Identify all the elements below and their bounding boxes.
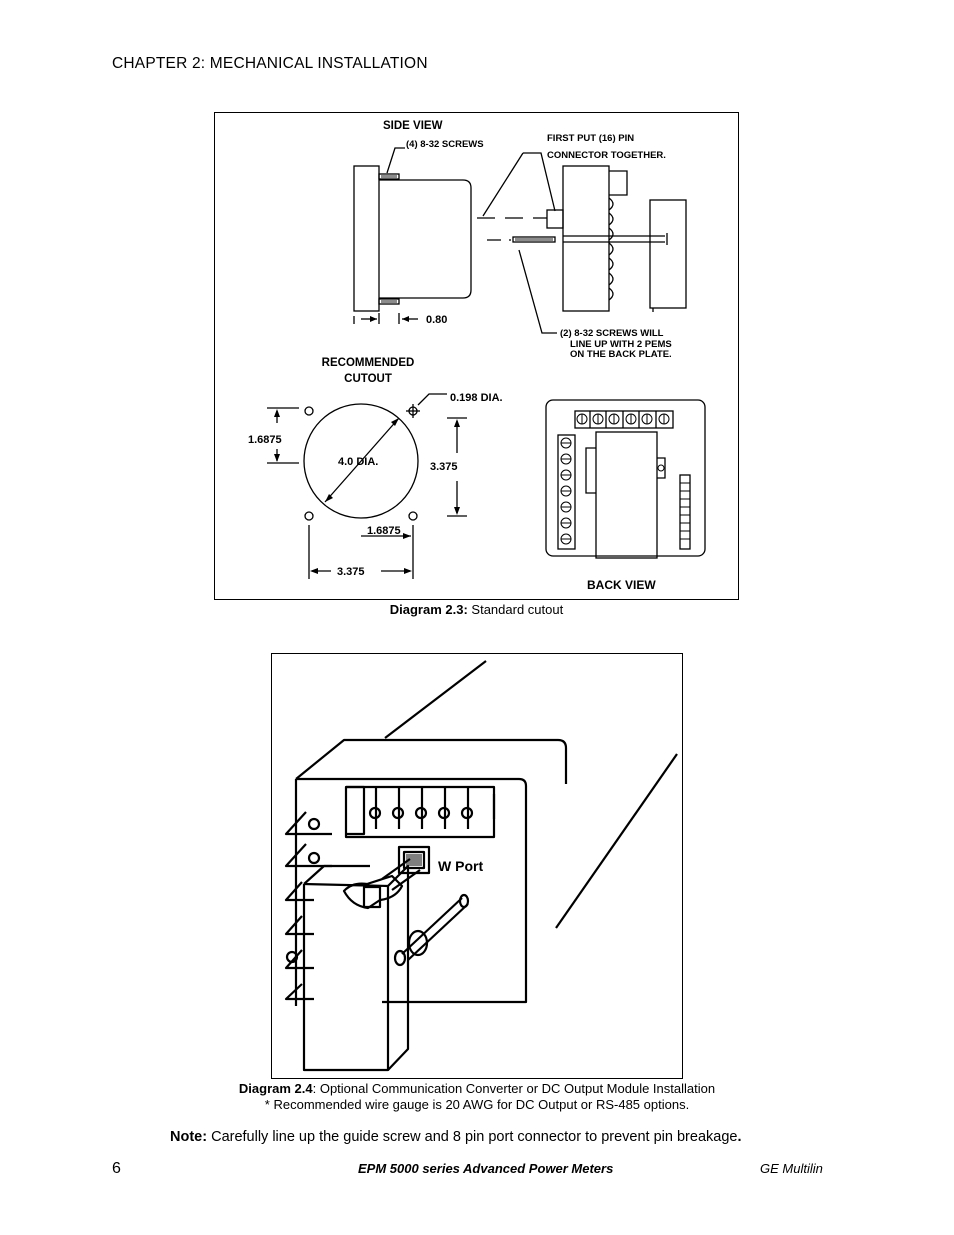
label-back-view: BACK VIEW <box>587 578 656 592</box>
label-dim-3375-right: 3.375 <box>430 461 458 473</box>
note-text: Carefully line up the guide screw and 8 … <box>207 1129 738 1145</box>
footer-brand: GE Multilin <box>760 1161 823 1176</box>
label-dim-16875-bottom: 1.6875 <box>367 525 401 537</box>
label-cutout: CUTOUT <box>344 373 392 385</box>
caption-wire-gauge-note: * Recommended wire gauge is 20 AWG for D… <box>264 1097 690 1112</box>
diagram-standard-cutout: SIDE VIEW (4) 8-32 SCREWS FIRST PUT (16)… <box>214 112 739 600</box>
label-screws-bottom-3: ON THE BACK PLATE. <box>570 349 672 360</box>
chapter-header: CHAPTER 2: MECHANICAL INSTALLATION <box>112 55 428 72</box>
installation-note: Note: Carefully line up the guide screw … <box>170 1129 741 1145</box>
caption-label: Diagram 2.4 <box>238 1081 313 1096</box>
label-dia-0198: 0.198 DIA. <box>450 392 503 404</box>
note-end: . <box>737 1129 742 1145</box>
diagram-standard-cutout-drawing: SIDE VIEW (4) 8-32 SCREWS FIRST PUT (16)… <box>248 120 706 592</box>
caption-text: : Optional Communication Converter or DC… <box>312 1081 716 1096</box>
label-dia-40: 4.0 DIA. <box>338 456 378 468</box>
label-first-put-2: CONNECTOR TOGETHER. <box>547 150 666 161</box>
label-screws-top: (4) 8-32 SCREWS <box>406 139 484 150</box>
note-label: Note: <box>170 1129 208 1145</box>
caption-label: Diagram 2.3: <box>389 602 468 617</box>
caption-text: Standard cutout <box>467 602 564 617</box>
label-screws-bottom-1: (2) 8-32 SCREWS WILL <box>560 328 664 339</box>
label-w-port: W Port <box>438 858 483 874</box>
page-number: 6 <box>112 1160 121 1177</box>
label-dim-3375-bottom: 3.375 <box>337 566 365 578</box>
label-recommended: RECOMMENDED <box>322 357 415 369</box>
diagram-2-3-caption: Diagram 2.3: Standard cutout <box>214 602 739 617</box>
footer-title: EPM 5000 series Advanced Power Meters <box>358 1161 614 1176</box>
label-dim-080: 0.80 <box>426 314 447 326</box>
diagram-module-installation: W Port <box>271 653 683 1079</box>
caption-line-1: Diagram 2.4: Optional Communication Conv… <box>120 1081 834 1097</box>
diagram-2-4-caption: Diagram 2.4: Optional Communication Conv… <box>120 1081 834 1113</box>
label-side-view: SIDE VIEW <box>383 120 443 132</box>
label-dim-16875-left: 1.6875 <box>248 434 282 446</box>
label-screws-bottom-2: LINE UP WITH 2 PEMS <box>570 339 672 350</box>
label-first-put-1: FIRST PUT (16) PIN <box>547 133 634 144</box>
diagram-module-installation-drawing: W Port <box>284 660 678 1072</box>
